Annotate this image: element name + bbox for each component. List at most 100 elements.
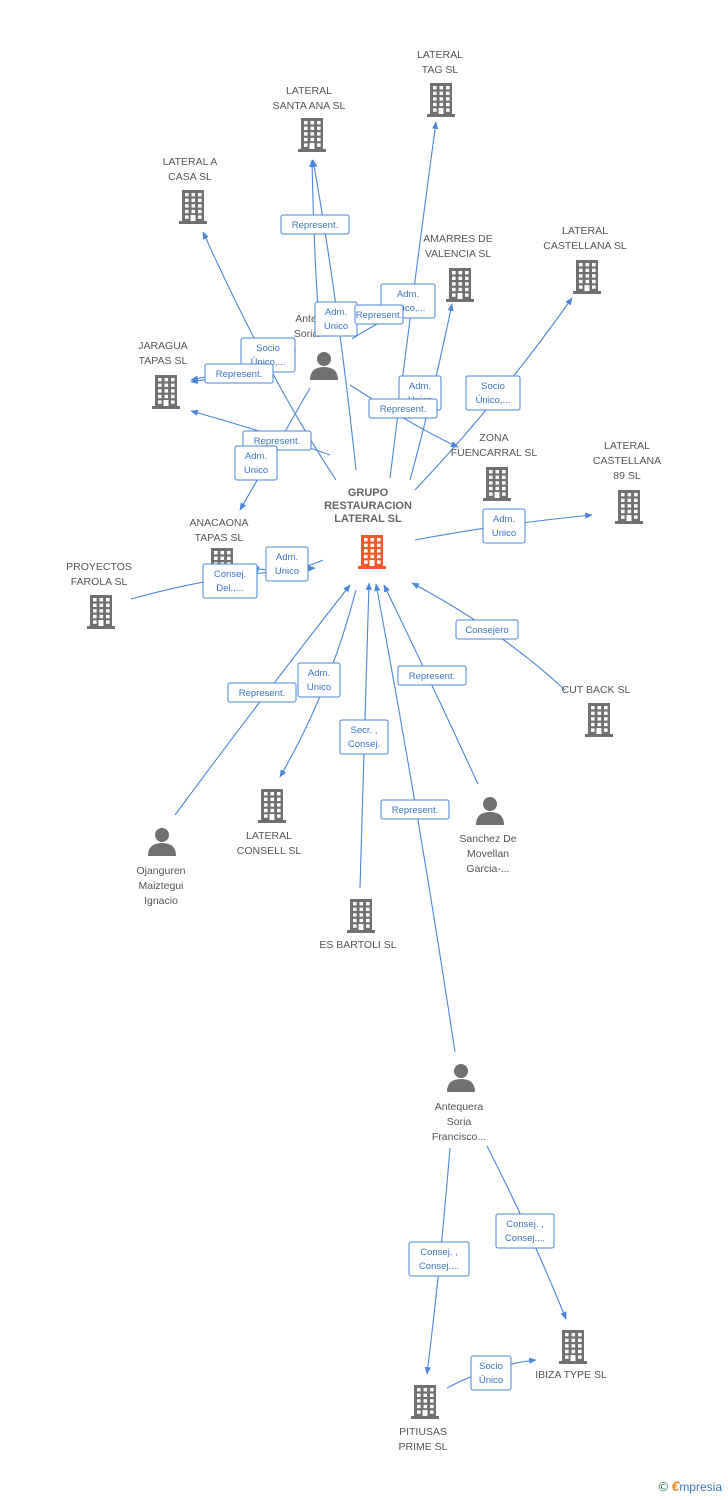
node-label: Soria	[447, 1116, 472, 1128]
edge-label-text: Socio	[481, 381, 505, 392]
edge-label-text: Adm.	[397, 289, 419, 300]
edge-label[interactable]: Adm.Unico	[234, 445, 278, 481]
building-icon	[179, 190, 207, 224]
node-farola[interactable]: PROYECTOS FAROLA SL	[66, 561, 132, 629]
node-label: JARAGUA	[138, 340, 188, 352]
edge-label-box	[354, 304, 404, 325]
node-label: Movellan	[467, 848, 509, 860]
building-icon	[152, 375, 180, 409]
edge-label-box	[202, 563, 258, 599]
edge-label-text: Represent.	[409, 671, 455, 682]
node-label: RESTAURACION	[324, 500, 412, 512]
building-icon	[615, 490, 643, 524]
edge-label[interactable]: Adm.Unico	[482, 508, 526, 544]
edge-label-box	[495, 1213, 555, 1249]
edge-label-text: Adm.	[493, 514, 515, 525]
node-ibiza[interactable]: IBIZA TYPE SL	[535, 1330, 607, 1381]
edge-label-box	[297, 662, 341, 698]
edge-label[interactable]: Represent.	[204, 363, 274, 384]
node-label: LATERAL	[246, 830, 292, 842]
edge-label[interactable]: Represent.	[354, 304, 404, 325]
node-label: PITIUSAS	[399, 1426, 447, 1438]
node-jaragua[interactable]: JARAGUA TAPAS SL	[138, 340, 188, 409]
node-label: FAROLA SL	[71, 576, 128, 588]
node-label: Ignacio	[144, 895, 178, 907]
edge-label[interactable]: Adm. Unico	[314, 301, 358, 337]
edge-label[interactable]: Represent.	[380, 799, 450, 820]
edge-label-box	[339, 719, 389, 755]
node-label: IBIZA TYPE SL	[535, 1369, 607, 1381]
edge-label-text: Socio	[479, 1361, 503, 1372]
edge-label-box	[455, 619, 519, 640]
person-icon	[447, 1064, 475, 1092]
building-icon	[258, 789, 286, 823]
person-icon	[148, 828, 176, 856]
edge-label-text: Consej. ,	[506, 1219, 544, 1230]
node-antequera[interactable]: AntequeraSoriaFrancisco...	[432, 1064, 486, 1143]
node-label: Ojanguren	[136, 865, 185, 877]
copyright-icon: ©	[658, 1479, 669, 1494]
edge-label[interactable]: Secr. ,Consej.	[339, 719, 389, 755]
node-label: CUT BACK SL	[562, 684, 631, 696]
edge-label-text: Unico	[275, 566, 299, 577]
edge-label-text: Secr. ,	[351, 725, 378, 736]
edge-label-text: Adm.	[325, 307, 347, 318]
edge-label-text: Adm.	[276, 552, 298, 563]
edge-label-text: Represent.	[254, 436, 300, 447]
node-label: CASTELLANA	[593, 455, 661, 467]
edge-label[interactable]: Consej. ,Consej....	[495, 1213, 555, 1249]
node-label: Ante	[295, 313, 317, 325]
node-cutback[interactable]: CUT BACK SL	[562, 684, 631, 737]
edge-label-text: Consej. ,	[420, 1247, 458, 1258]
edge-label[interactable]: Represent.	[368, 398, 438, 419]
node-sanchez[interactable]: Sanchez DeMovellanGarcia-...	[459, 797, 517, 875]
edge-label-text: Del.,...	[216, 583, 243, 594]
node-label: CASTELLANA SL	[543, 240, 627, 252]
edge-label-text: Unico	[307, 682, 331, 693]
building-icon	[411, 1385, 439, 1419]
empresia-logo-text: mpresia	[679, 1480, 722, 1494]
building-icon	[427, 83, 455, 117]
edge-label[interactable]: Represent.	[280, 214, 350, 235]
person-icon	[310, 352, 338, 380]
node-label: Francisco...	[432, 1131, 486, 1143]
node-label: TAPAS SL	[195, 532, 244, 544]
node-bartoli[interactable]: ES BARTOLI SL	[319, 899, 397, 951]
edge-label[interactable]: Adm.Unico	[297, 662, 341, 698]
edge-label[interactable]: Consejero	[455, 619, 519, 640]
edge-label[interactable]: Adm. Unico	[265, 546, 309, 582]
building-icon	[87, 595, 115, 629]
building-icon	[573, 260, 601, 294]
edge-label-text: Único	[479, 1375, 503, 1386]
edge-label-box	[280, 214, 350, 235]
building-icon	[298, 118, 326, 152]
edge-label[interactable]: Represent.	[227, 682, 297, 703]
edge-label-text: Represent.	[380, 404, 426, 415]
edge-label[interactable]: SocioÚnico,...	[465, 375, 521, 411]
building-icon	[446, 268, 474, 302]
node-label: LATERAL	[286, 85, 332, 97]
edge-label-text: Único,...	[476, 395, 511, 406]
edge-label-text: Consejero	[465, 625, 508, 636]
edge-label-box	[380, 799, 450, 820]
edge-label-box	[408, 1241, 470, 1277]
node-label: PROYECTOS	[66, 561, 132, 573]
node-label: TAPAS SL	[139, 355, 188, 367]
edge-label[interactable]: Consej.Del.,...	[202, 563, 258, 599]
edge-label-text: Unico	[324, 321, 348, 332]
edge-label[interactable]: Consej. ,Consej....	[408, 1241, 470, 1277]
edge-label[interactable]: Represent.	[397, 665, 467, 686]
